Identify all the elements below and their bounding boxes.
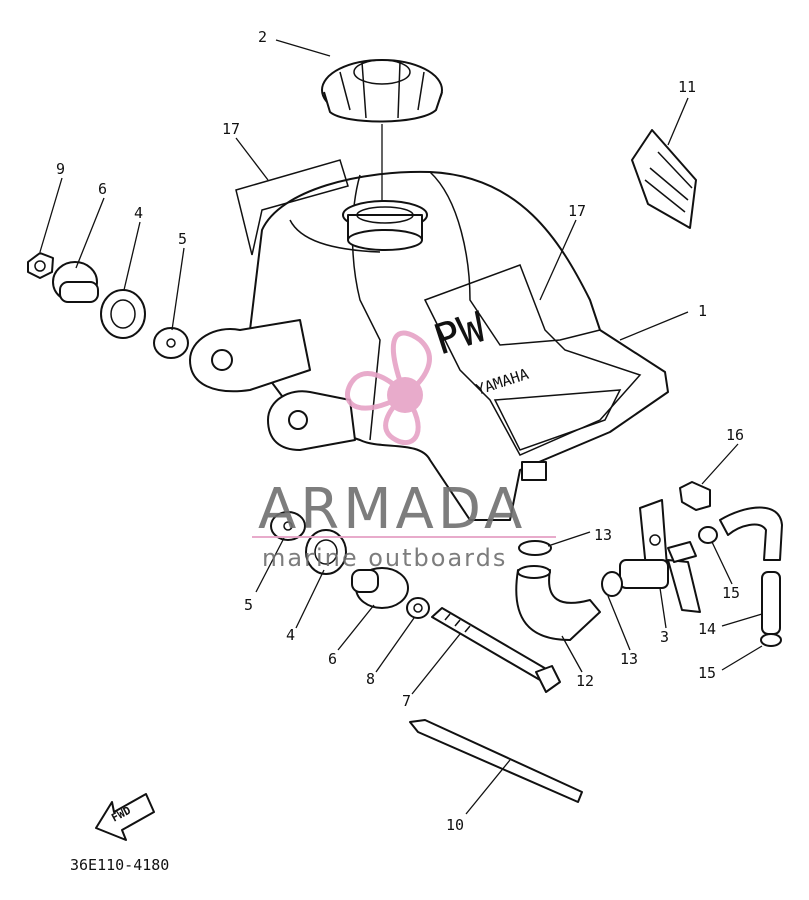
callout-4-left: 4 <box>134 204 143 222</box>
callout-8: 8 <box>366 670 375 688</box>
drawing-code: 36E110-4180 <box>70 856 169 874</box>
part-10-strip <box>409 719 583 803</box>
fuel-cap <box>321 59 443 123</box>
callout-13-top: 13 <box>594 526 612 544</box>
callout-9: 9 <box>56 160 65 178</box>
callout-4-right: 4 <box>286 626 295 644</box>
callout-15-bottom: 15 <box>698 664 716 682</box>
callout-7: 7 <box>402 692 411 710</box>
callout-6-left: 6 <box>98 180 107 198</box>
callout-16: 16 <box>726 426 744 444</box>
callout-15-top: 15 <box>722 584 740 602</box>
propeller-logo <box>345 330 432 446</box>
callout-6-right: 6 <box>328 650 337 668</box>
watermark-tagline: marine outboards <box>262 544 507 572</box>
callout-12: 12 <box>576 672 594 690</box>
watermark: ARMADA marine outboards <box>252 330 556 572</box>
fuel-cock <box>601 499 701 613</box>
fuel-tank: PW YAMAHA <box>189 170 669 521</box>
callout-10: 10 <box>446 816 464 834</box>
callout-1: 1 <box>698 302 707 320</box>
left-mount-hardware <box>27 252 189 359</box>
watermark-brand: ARMADA <box>258 477 526 542</box>
callout-3: 3 <box>660 628 669 646</box>
fwd-arrow: FWD <box>95 793 155 841</box>
fuel-line-assembly <box>515 540 601 641</box>
callouts: 2 17 17 1 11 9 6 4 5 5 4 6 8 7 10 12 13 … <box>56 28 744 834</box>
part-17-pad <box>235 159 349 256</box>
drain-hose-assembly <box>679 481 783 647</box>
right-mount-hardware <box>270 511 561 693</box>
callout-5-right: 5 <box>244 596 253 614</box>
callout-14: 14 <box>698 620 716 638</box>
callout-2: 2 <box>258 28 267 46</box>
callout-17-left: 17 <box>222 120 240 138</box>
callout-5-left: 5 <box>178 230 187 248</box>
callout-17-right: 17 <box>568 202 586 220</box>
callout-13-bottom: 13 <box>620 650 638 668</box>
callout-11: 11 <box>678 78 696 96</box>
part-11-plate <box>631 129 697 229</box>
leader-lines <box>39 39 763 815</box>
